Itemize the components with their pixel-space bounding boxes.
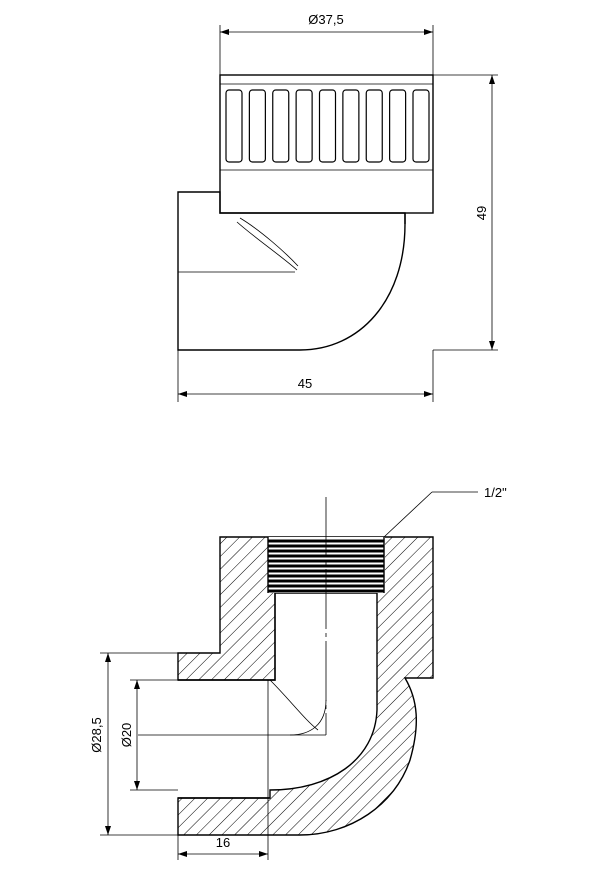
collar-rib — [318, 89, 337, 163]
dimension-width: 45 — [177, 350, 434, 402]
dimension-outer-diameter: Ø28,5 — [89, 652, 178, 836]
height-label: 49 — [474, 206, 489, 220]
thread-label: 1/2" — [484, 485, 507, 500]
outer-diameter-label: Ø28,5 — [89, 717, 104, 752]
dimension-socket-depth: 16 — [177, 835, 269, 860]
dimension-height: 49 — [433, 74, 498, 351]
dimension-diameter-top: Ø37,5 — [219, 12, 434, 75]
collar-ribs — [225, 89, 430, 163]
internal-thread — [267, 537, 385, 593]
threaded-collar — [219, 74, 434, 214]
elbow-section-view — [138, 497, 434, 836]
section-wall — [177, 536, 434, 836]
collar-rib — [412, 89, 430, 163]
dimension-inner-diameter: Ø20 — [119, 679, 178, 791]
collar-rib — [295, 89, 313, 163]
collar-rib — [272, 89, 290, 163]
inner-diameter-label: Ø20 — [119, 723, 134, 748]
collar-rib — [248, 89, 266, 163]
diameter-label: Ø37,5 — [308, 12, 343, 27]
thread-outline — [267, 537, 385, 593]
thread-callout: 1/2" — [383, 485, 507, 538]
collar-rib — [342, 89, 360, 163]
collar-rib — [389, 89, 407, 163]
socket-depth-label: 16 — [216, 835, 230, 850]
collar-rib — [225, 89, 243, 163]
collar-rib — [365, 89, 383, 163]
elbow-side-view — [177, 74, 434, 351]
width-label: 45 — [298, 376, 312, 391]
